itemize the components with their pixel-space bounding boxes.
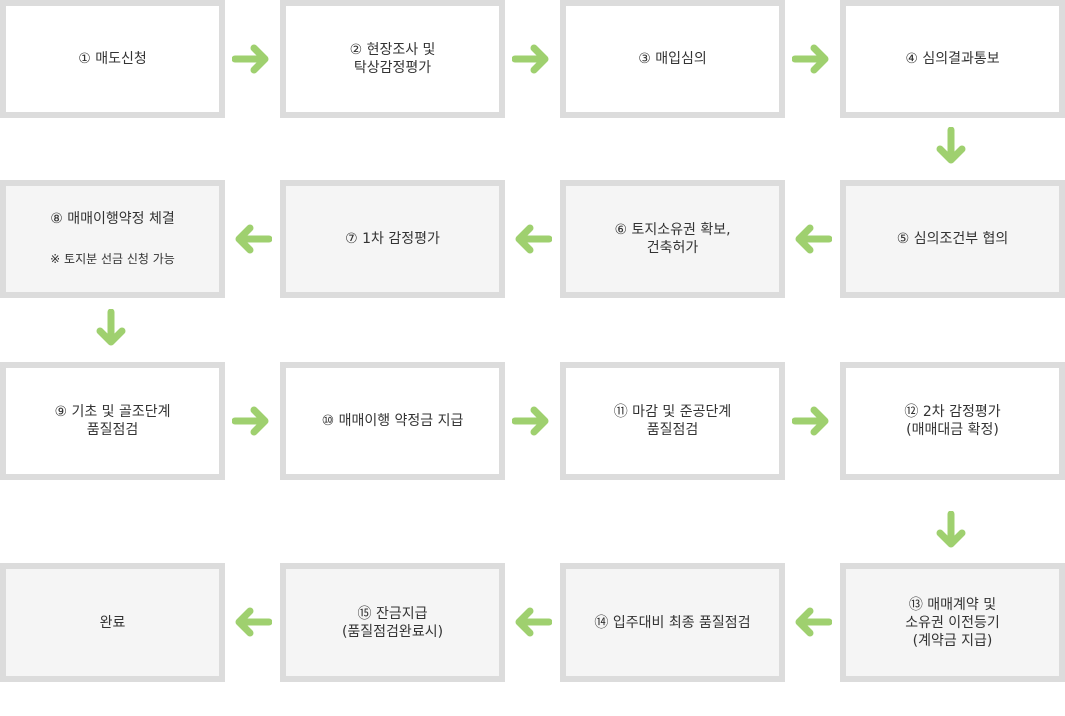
step-label: 품질점검 [646,422,699,438]
step-15-box: ⑮ 잔금지급 (품질점검완료시) [280,563,505,682]
down-arrow-icon [91,309,131,349]
left-arrow-icon [792,219,832,259]
step-label: ⑧ 매매이행약정 체결 [50,211,175,227]
step-label: (계약금 지급) [912,632,993,649]
step-label: ⑥ 토지소유권 확보, [614,222,731,238]
step-11-box: ⑪ 마감 및 준공단계 품질점검 [560,362,785,480]
step-note: ※ 토지분 선금 신청 가능 [50,252,175,266]
step-9-box: ⑨ 기초 및 골조단계 품질점검 [0,362,225,480]
step-label: 건축허가 [646,240,699,256]
step-13-box: ⑬ 매매계약 및 소유권 이전등기 (계약금 지급) [840,563,1065,682]
left-arrow-icon [792,602,832,642]
right-arrow-icon [512,39,552,79]
left-arrow-icon [232,219,272,259]
step-5-box: ⑤ 심의조건부 협의 [840,180,1065,298]
step-10-box: ⑩ 매매이행 약정금 지급 [280,362,505,480]
step-1-box: ① 매도신청 [0,0,225,118]
step-label: ⑨ 기초 및 골조단계 [54,404,171,420]
step-8-box: ⑧ 매매이행약정 체결 ※ 토지분 선금 신청 가능 [0,180,225,298]
step-label: ① 매도신청 [78,51,147,67]
step-label: 소유권 이전등기 [905,614,1000,631]
step-label: (품질점검완료시) [341,623,444,640]
step-label: ⑮ 잔금지급 [357,605,428,622]
step-label: ⑤ 심의조건부 협의 [896,231,1009,247]
step-label: 탁상감정평가 [353,60,432,76]
step-label: ④ 심의결과통보 [905,51,1000,67]
step-4-box: ④ 심의결과통보 [840,0,1065,118]
step-label: ⑫ 2차 감정평가 [904,404,1001,420]
step-7-box: ⑦ 1차 감정평가 [280,180,505,298]
right-arrow-icon [792,401,832,441]
step-3-box: ③ 매입심의 [560,0,785,118]
right-arrow-icon [792,39,832,79]
down-arrow-icon [931,127,971,167]
step-label: 품질점검 [86,422,139,438]
step-12-box: ⑫ 2차 감정평가 (매매대금 확정) [840,362,1065,480]
step-label: (매매대금 확정) [906,422,999,438]
step-2-box: ② 현장조사 및 탁상감정평가 [280,0,505,118]
right-arrow-icon [232,401,272,441]
step-label: 완료 [99,614,126,631]
step-label: ⑪ 마감 및 준공단계 [613,404,732,420]
step-label: ② 현장조사 및 [349,42,436,58]
left-arrow-icon [512,219,552,259]
step-label: ⑬ 매매계약 및 [908,596,997,613]
down-arrow-icon [931,511,971,551]
step-label: ③ 매입심의 [638,51,707,67]
left-arrow-icon [232,602,272,642]
right-arrow-icon [512,401,552,441]
step-label: ⑩ 매매이행 약정금 지급 [321,413,464,429]
right-arrow-icon [232,39,272,79]
step-14-box: ⑭ 입주대비 최종 품질점검 [560,563,785,682]
step-label: ⑦ 1차 감정평가 [345,231,440,247]
step-label: ⑭ 입주대비 최종 품질점검 [594,614,751,631]
step-16-box: 완료 [0,563,225,682]
step-6-box: ⑥ 토지소유권 확보, 건축허가 [560,180,785,298]
left-arrow-icon [512,602,552,642]
